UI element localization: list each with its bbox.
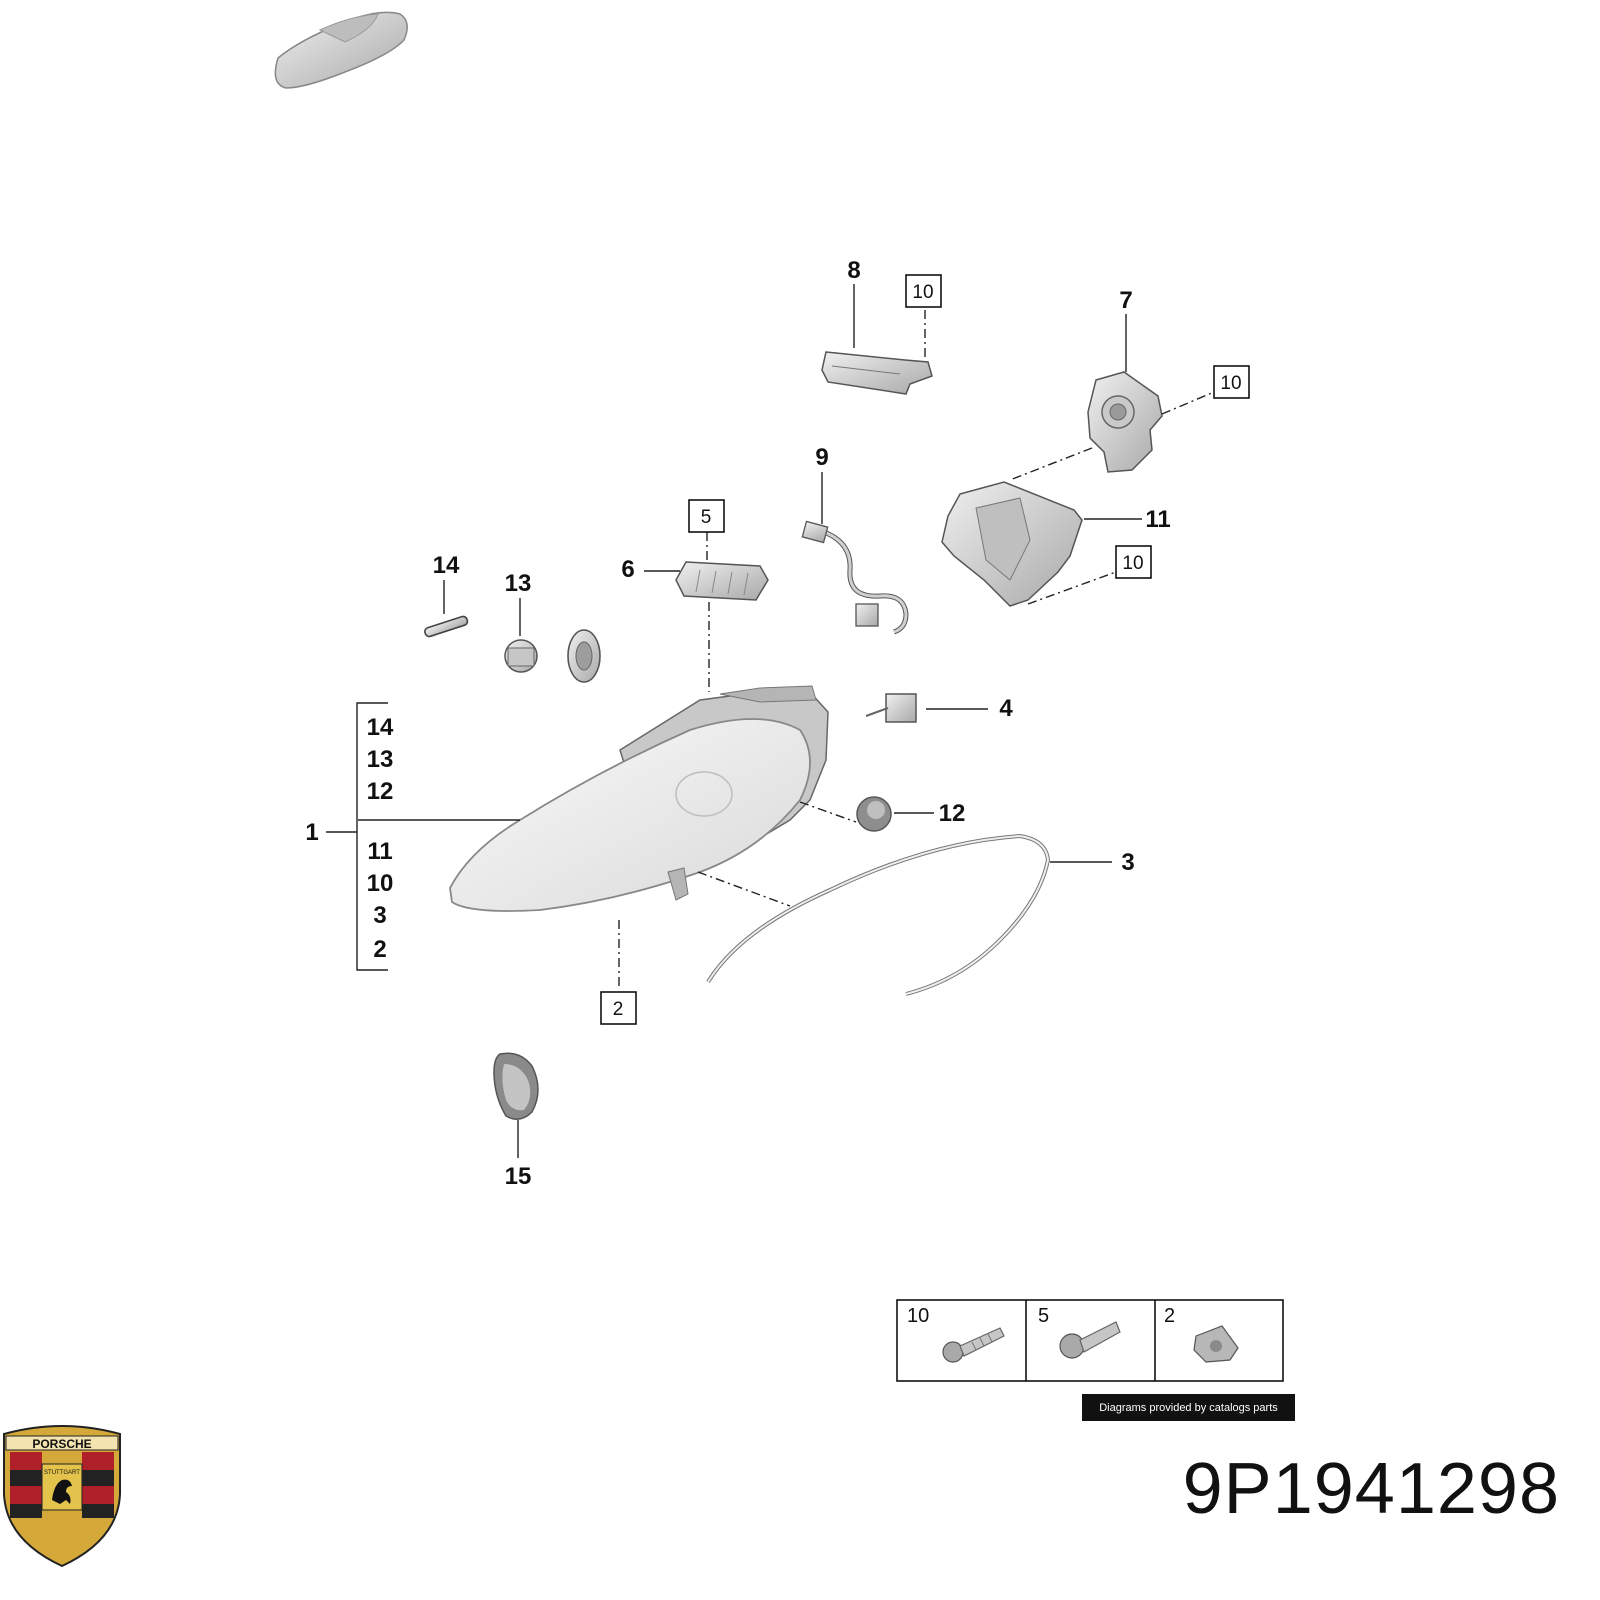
callout-15: 15	[505, 1163, 532, 1190]
callout-14: 14	[433, 552, 460, 579]
boxed-ref-10-top: 10	[905, 274, 942, 308]
logo-brand-text: PORSCHE	[32, 1437, 91, 1451]
housing-frame-part-11	[941, 481, 1083, 607]
svg-text:10: 10	[1122, 553, 1143, 574]
callout-9: 9	[815, 444, 828, 471]
porsche-crest-icon: PORSCHE STUTTGART	[3, 1425, 121, 1568]
boxed-ref-10-right: 10	[1213, 365, 1250, 399]
bracket-item: 14	[367, 714, 394, 741]
part-list-bracket	[326, 702, 388, 971]
svg-text:10: 10	[1220, 373, 1241, 394]
bracket-item: 13	[367, 746, 394, 773]
seal-strip-part-3	[706, 833, 1051, 996]
dash-headlamp-12	[799, 801, 857, 823]
bracket-item: 3	[373, 902, 386, 929]
boxed-ref-2: 2	[600, 991, 637, 1025]
dash-10-mid	[1027, 571, 1117, 605]
legend-num: 10	[907, 1305, 929, 1327]
control-module-part-8	[821, 351, 933, 395]
callout-11: 11	[1145, 506, 1170, 533]
bulb-part-14	[424, 615, 469, 638]
legend-num: 5	[1038, 1305, 1049, 1327]
dash-headlamp-3	[697, 871, 791, 907]
clip-nut-icon	[1193, 1325, 1239, 1363]
legend-num: 2	[1164, 1305, 1175, 1327]
callout-12: 12	[939, 800, 966, 827]
cover-cap-part-12	[856, 796, 892, 832]
callout-1: 1	[305, 819, 318, 846]
svg-text:10: 10	[912, 282, 933, 303]
car-thumbnail-icon	[274, 11, 408, 89]
part-number: 9P1941298	[1182, 1449, 1560, 1529]
svg-text:2: 2	[613, 999, 624, 1020]
boxed-ref-5: 5	[688, 499, 725, 533]
bolt-icon	[1059, 1321, 1121, 1359]
bracket-item: 10	[367, 870, 394, 897]
bracket-item: 12	[367, 778, 394, 805]
logo-city-text: STUTTGART	[44, 1470, 80, 1476]
callout-6: 6	[621, 556, 634, 583]
dash-10-right	[1161, 391, 1215, 415]
bracket-part-7	[1087, 371, 1163, 473]
callout-4: 4	[999, 695, 1013, 722]
bulb-part-4	[865, 693, 917, 723]
dash-7-11	[1009, 447, 1093, 481]
wiring-harness-part-9	[801, 520, 909, 635]
credit-banner: Diagrams provided by catalogs parts	[1082, 1394, 1295, 1421]
callout-7: 7	[1119, 287, 1132, 314]
ballast-part-6	[675, 561, 769, 601]
headlamp-assembly-part-1	[449, 685, 829, 912]
fastener-legend: 10 5 2	[896, 1299, 1284, 1382]
bracket-item: 11	[367, 838, 392, 865]
callout-3: 3	[1121, 849, 1134, 876]
grommet-part-15	[493, 1052, 539, 1120]
socket-part-13	[504, 629, 601, 683]
bracket-item: 2	[373, 936, 386, 963]
boxed-ref-10-mid: 10	[1115, 545, 1152, 579]
svg-text:5: 5	[701, 507, 712, 528]
callout-8: 8	[847, 257, 860, 284]
self-tapping-screw-icon	[942, 1327, 1005, 1363]
callout-13: 13	[505, 570, 532, 597]
